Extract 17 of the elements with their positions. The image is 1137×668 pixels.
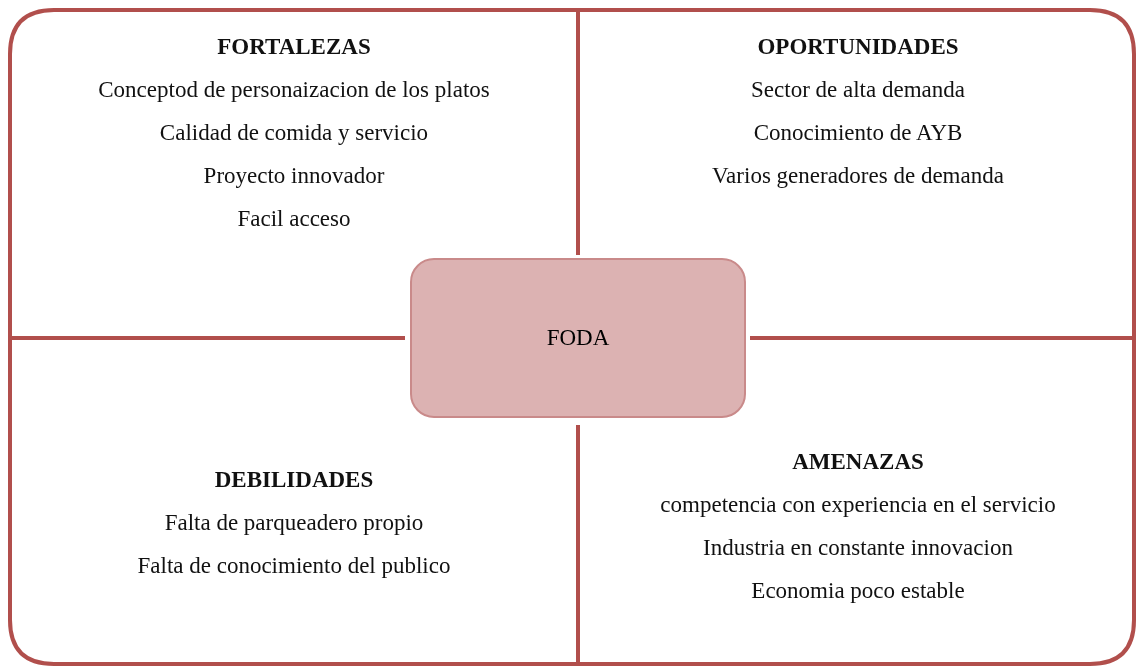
quadrant-heading: DEBILIDADES [214,466,374,494]
list-item: competencia con experiencia en el servicio [660,491,1056,519]
list-item: Conocimiento de AYB [753,119,963,147]
list-item: Sector de alta demanda [751,76,965,104]
list-item: Conceptod de personaizacion de los platos [98,76,490,104]
quadrant-heading: FORTALEZAS [217,33,371,61]
list-item: Falta de conocimiento del publico [137,552,451,580]
list-item: Economia poco estable [751,577,965,605]
list-item: Varios generadores de demanda [712,162,1004,190]
quadrant-heading: OPORTUNIDADES [757,33,959,61]
list-item: Calidad de comida y servicio [159,119,429,147]
center-box: FODA [410,258,746,418]
list-item: Falta de parqueadero propio [164,509,424,537]
list-item: Industria en constante innovacion [703,534,1013,562]
list-item: Facil acceso [237,205,351,233]
quadrant-heading: AMENAZAS [792,448,924,476]
list-item: Proyecto innovador [203,162,385,190]
